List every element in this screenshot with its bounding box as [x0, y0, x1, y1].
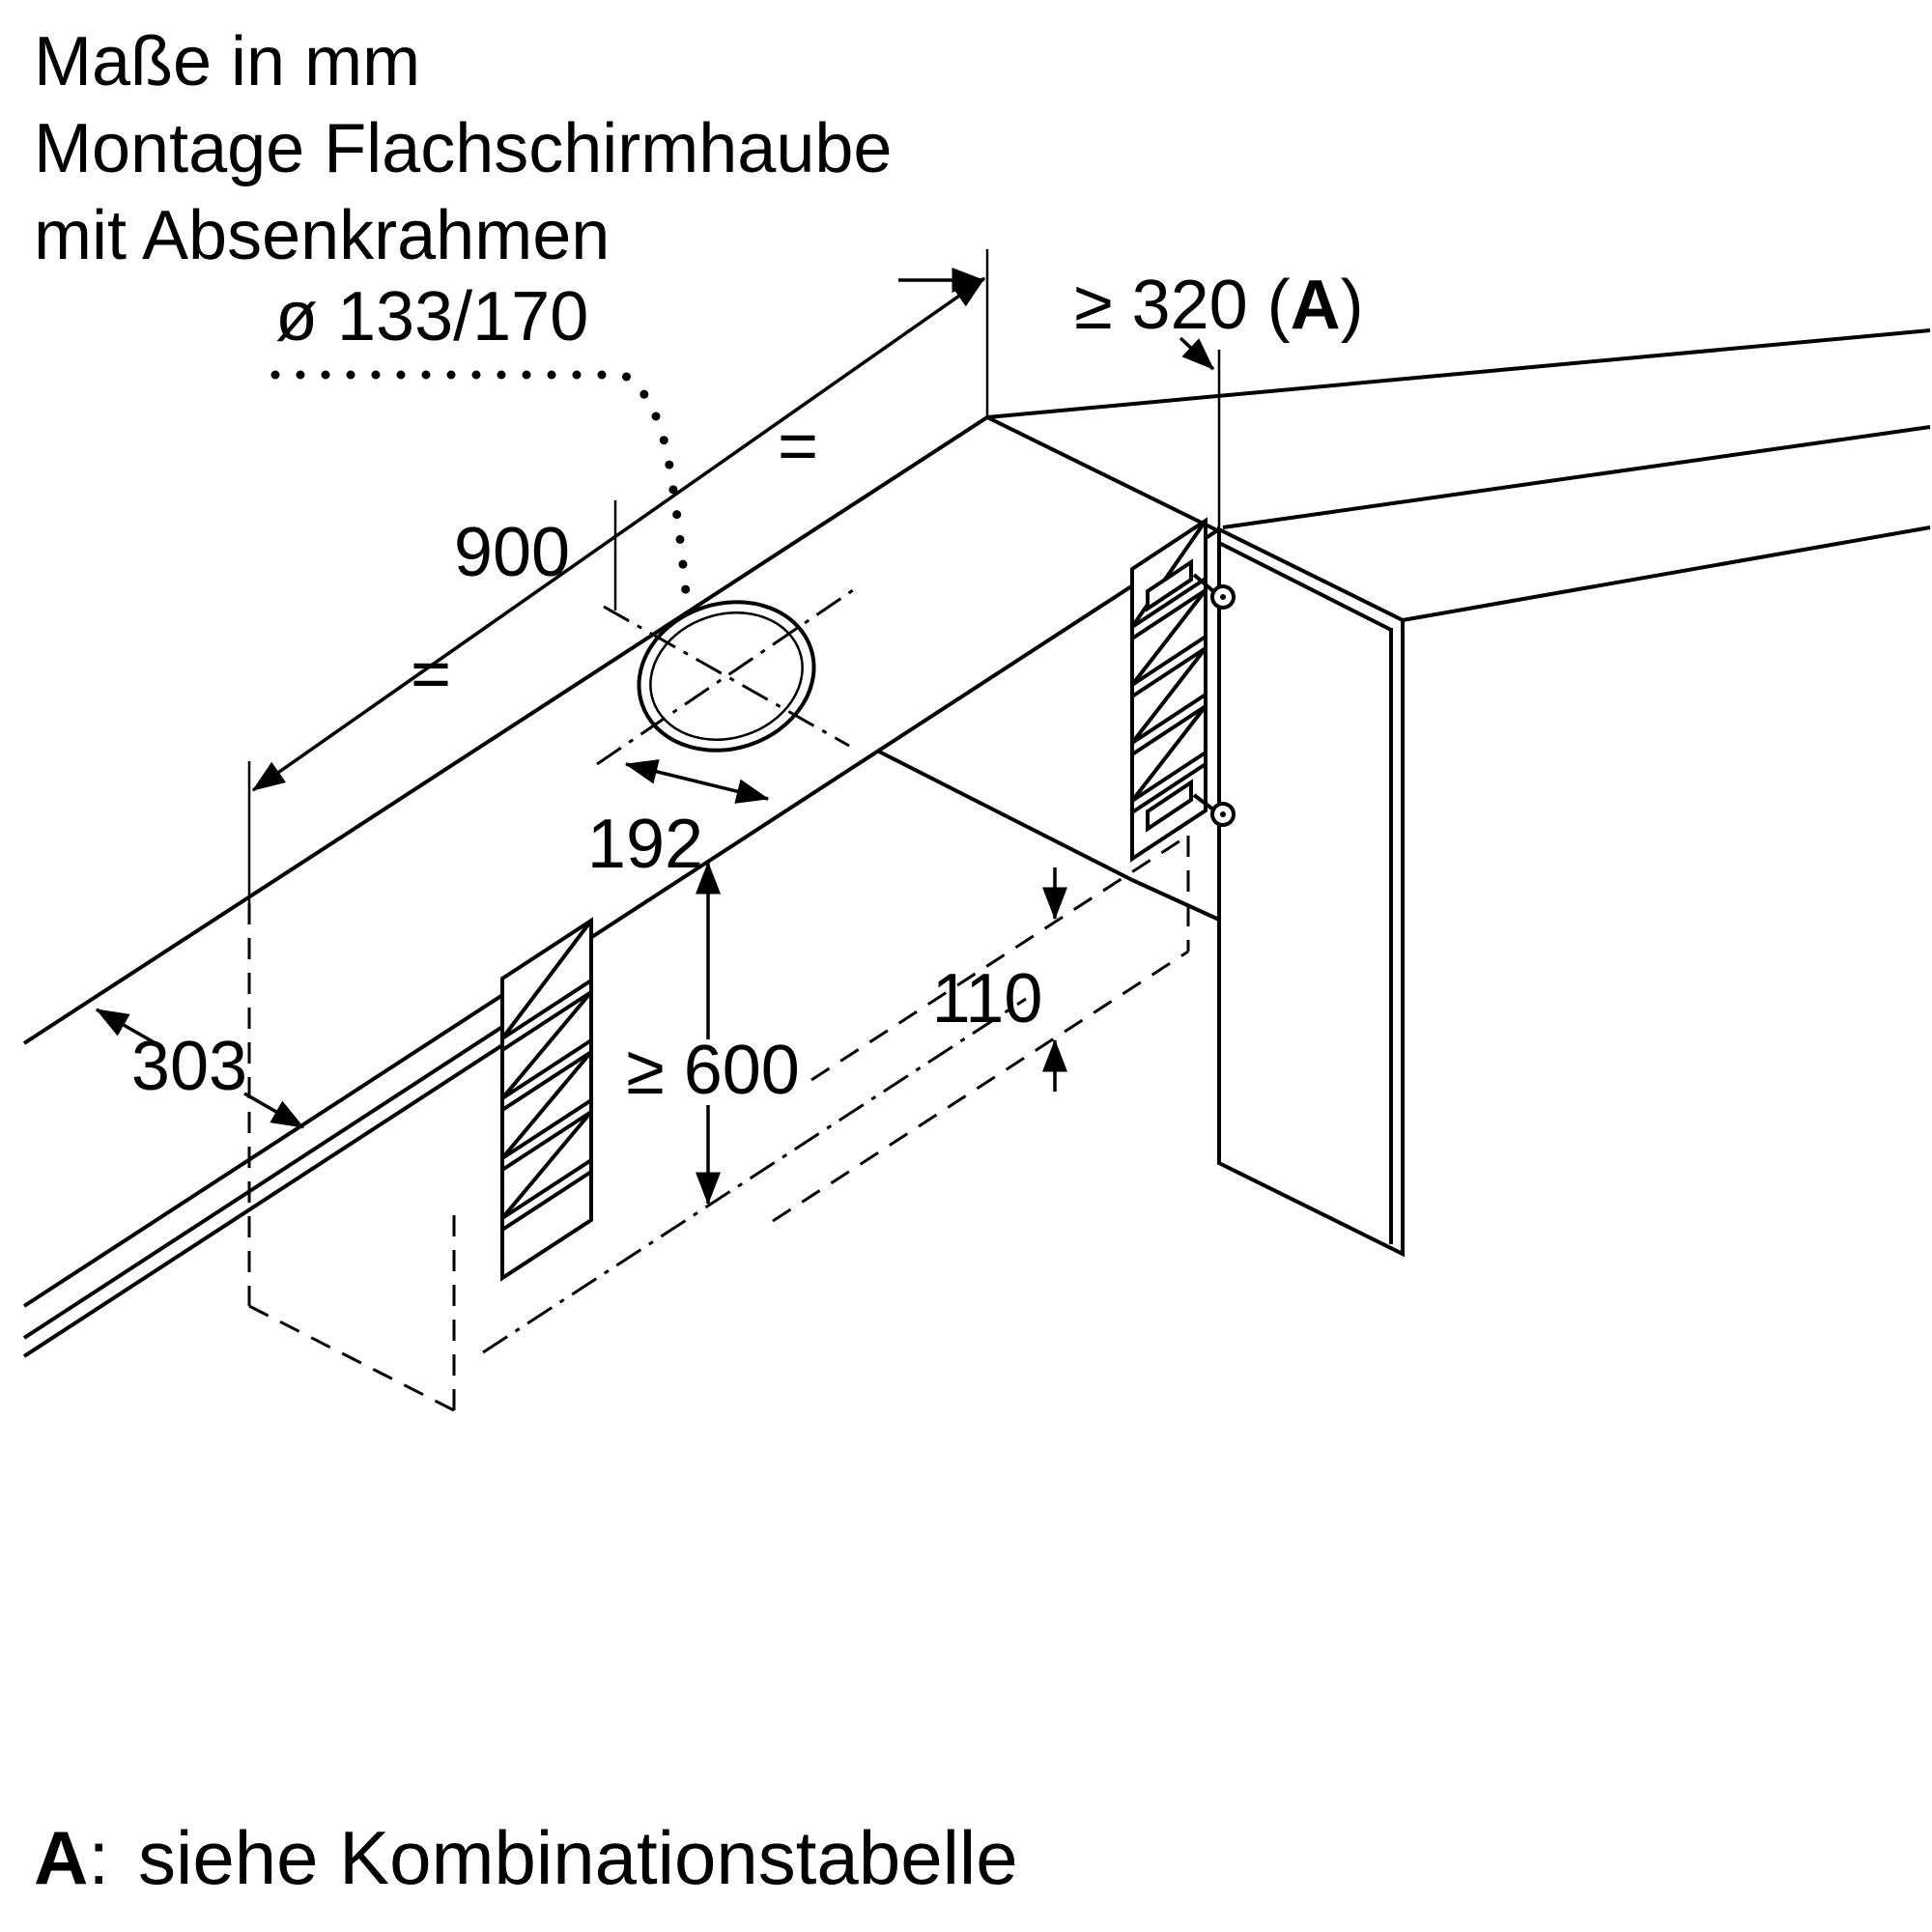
left-telescopic-rail: [500, 917, 593, 1282]
dim-side-depth-label: 303: [131, 1028, 247, 1105]
dim-arrow-side-depth-upper: [95, 1008, 156, 1045]
dim-arrow-width: [251, 276, 986, 792]
dim-min-height-label: ≥ 600: [626, 1032, 800, 1109]
title-line-2: Montage Flachschirmhaube: [34, 110, 892, 187]
dim-width-label: 900: [454, 514, 570, 591]
adjacent-cabinet-lines: [986, 328, 1931, 529]
dim-hole-offset-label: 192: [587, 806, 703, 883]
dim-min-depth-label: ≥ 320 (A): [1074, 267, 1364, 344]
footnote-separator: :: [88, 1815, 109, 1900]
hinge-bottom: [1210, 802, 1236, 827]
dim-arrow-hole-offset: [624, 759, 770, 804]
footnote-label: A: [34, 1815, 88, 1900]
footnote-text: siehe Kombinationstabelle: [138, 1815, 1018, 1900]
hinge-plates: [1146, 558, 1215, 833]
dim-arrow-depth-right: [1179, 336, 1215, 371]
dim-arrow-side-depth-lower: [243, 1092, 305, 1129]
min-height-label-bg: [620, 1039, 806, 1105]
hinge-top: [1210, 584, 1236, 610]
hidden-hood-outline: [247, 903, 456, 1412]
dim-hole-diameter-label: ø 133/170: [275, 278, 588, 355]
reference-plane-line: [482, 997, 1027, 1354]
duct-hole-centerlines: [596, 586, 857, 766]
hidden-clearance-lines: [772, 834, 1190, 1223]
equal-mark-left: =: [411, 636, 451, 713]
cabinet-door: [1217, 526, 1931, 1258]
equal-mark-right: =: [778, 408, 818, 485]
title-line-3: mit Absenkrahmen: [34, 197, 610, 274]
footnote: A: siehe Kombinationstabelle: [34, 1815, 1018, 1900]
duct-hole-circle: [637, 600, 816, 753]
hood-pullout-rail: [22, 1025, 504, 1358]
dim-clearance-label: 110: [932, 960, 1043, 1037]
title-line-1: Maße in mm: [34, 23, 420, 100]
